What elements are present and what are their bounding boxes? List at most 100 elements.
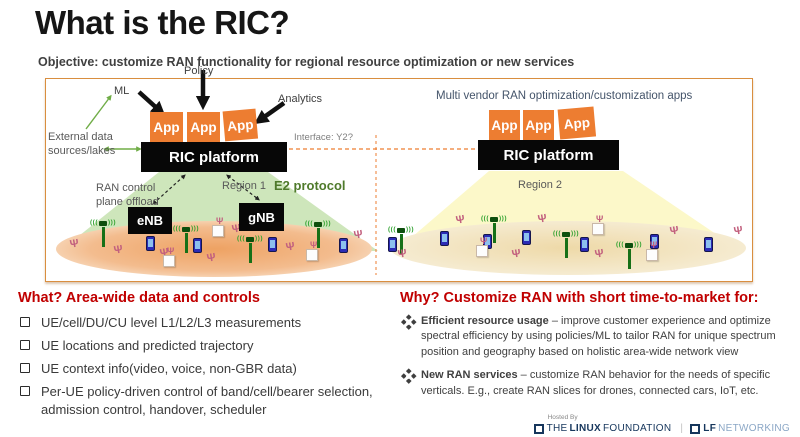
cell-tower-icon [305, 220, 331, 248]
logo-text: LINUX [569, 423, 601, 434]
cell-tower-icon [616, 241, 642, 269]
ric-platform-box-region1: RIC platform [141, 142, 287, 172]
checkbox-bullet-icon [20, 363, 30, 374]
app-box: App [489, 110, 520, 140]
antenna-icon [594, 248, 605, 260]
app-box: App [557, 106, 597, 140]
cell-tower-icon [388, 226, 414, 254]
linux-foundation-logo-icon [533, 423, 544, 434]
equipment-box-icon [646, 241, 658, 261]
smartphone-icon [268, 237, 277, 252]
app-label: App [491, 117, 518, 133]
gnb-box: gNB [239, 203, 284, 231]
ml-arrow [137, 90, 166, 116]
multivendor-apps-label: Multi vendor RAN optimization/customizat… [436, 90, 693, 102]
logos-row: THE LINUX FOUNDATION | LF NETWORKING [533, 423, 792, 434]
app-label: App [153, 119, 180, 135]
diamond-bullet-icon [402, 369, 414, 381]
checkbox-bullet-icon [20, 317, 30, 327]
why-list: Efficient resource usage – improve custo… [400, 314, 795, 399]
hosted-by-label: Hosted By [547, 414, 578, 421]
list-item-text: Efficient resource usage – improve custo… [421, 315, 776, 358]
app-box: App [187, 112, 220, 142]
enb-box: eNB [128, 207, 172, 234]
analytics-label: Analytics [278, 93, 323, 105]
logo-separator: | [680, 423, 684, 434]
equipment-box-icon [306, 241, 318, 261]
list-item-text: Per-UE policy-driven control of band/cel… [41, 384, 373, 417]
lf-networking-logo-icon [690, 423, 701, 434]
smartphone-icon [388, 237, 397, 252]
region1-coverage-ellipse [56, 221, 372, 277]
antenna-icon [537, 213, 548, 225]
checkbox-bullet-icon [20, 340, 30, 351]
scatter-region2 [46, 79, 752, 281]
what-section: What? Area-wide data and controls UE/cel… [18, 290, 396, 424]
smartphone-icon [146, 236, 155, 251]
logo-text: THE [546, 423, 568, 434]
cell-tower-icon [90, 219, 116, 247]
smartphone-icon [522, 230, 531, 245]
why-heading: Why? Customize RAN with short time-to-ma… [400, 290, 759, 306]
list-item: Per-UE policy-driven control of band/cel… [18, 383, 396, 417]
analytics-arrow [254, 101, 286, 125]
antenna-icon [511, 248, 522, 260]
list-item: UE locations and predicted trajectory [18, 337, 396, 354]
list-item: New RAN services – customize RAN behavio… [400, 368, 795, 399]
antenna-icon [455, 214, 466, 226]
smartphone-icon [440, 231, 449, 246]
list-item-text: UE locations and predicted trajectory [41, 338, 254, 354]
ric-platform-label: RIC platform [169, 148, 259, 166]
antenna-icon [733, 225, 744, 237]
list-item-text: New RAN services – customize RAN behavio… [421, 369, 771, 397]
app-label: App [525, 117, 552, 133]
cell-tower-icon [481, 215, 507, 243]
cell-tower-icon [237, 235, 263, 263]
app-box: App [523, 110, 554, 140]
what-list: UE/cell/DU/CU level L1/L2/L3 measurement… [18, 314, 396, 418]
equipment-box-icon [476, 237, 488, 257]
smartphone-icon [339, 238, 348, 253]
smartphone-icon [704, 237, 713, 252]
list-item-text: UE/cell/DU/CU level L1/L2/L3 measurement… [41, 315, 302, 330]
logo-text: NETWORKING [718, 423, 790, 434]
checkbox-bullet-icon [20, 386, 30, 397]
cell-tower-icon [553, 230, 579, 258]
page-title: What is the RIC? [35, 4, 290, 41]
diamond-bullet-icon [402, 315, 414, 327]
ric-platform-box-region2: RIC platform [478, 140, 619, 170]
footer: Hosted By THE LINUX FOUNDATION | LF NETW… [533, 414, 792, 434]
objective-text: Objective: customize RAN functionality f… [38, 55, 575, 69]
list-item-text: UE context info(video, voice, non-GBR da… [41, 361, 297, 377]
cell-tower-icon [173, 225, 199, 253]
ric-architecture-diagram: eNB gNB App App App RIC platform App App… [45, 65, 753, 282]
equipment-box-icon [163, 247, 175, 267]
external-data-ml-arrow [85, 94, 112, 130]
equipment-box-icon [592, 215, 604, 235]
app-box: App [150, 112, 183, 142]
region2-label: Region 2 [518, 179, 563, 191]
list-item: Efficient resource usage – improve custo… [400, 314, 795, 360]
interface-y2-label: Interface: Y2? [294, 132, 353, 143]
gnb-label: gNB [248, 209, 275, 225]
e2-arrow-gnb [226, 174, 260, 201]
antenna-icon [397, 248, 408, 260]
ml-label: ML [114, 85, 130, 97]
enb-label: eNB [136, 213, 163, 228]
equipment-box-icon [212, 217, 224, 237]
e2-protocol-label: E2 protocol [274, 178, 346, 193]
antenna-icon [669, 225, 680, 237]
smartphone-icon [580, 237, 589, 252]
external-data-label: External data sources/lakes [48, 131, 116, 157]
app-label: App [190, 119, 217, 135]
scatter-region1 [46, 79, 752, 281]
app-label: App [226, 116, 255, 134]
logo-text: FOUNDATION [603, 423, 672, 434]
ric-platform-label: RIC platform [503, 146, 594, 164]
list-item: UE/cell/DU/CU level L1/L2/L3 measurement… [18, 314, 396, 331]
logo-text: LF [703, 423, 717, 434]
policy-label: Policy [184, 65, 214, 77]
ran-offload-label: RAN control plane offload [96, 182, 159, 208]
app-box: App [222, 108, 259, 142]
